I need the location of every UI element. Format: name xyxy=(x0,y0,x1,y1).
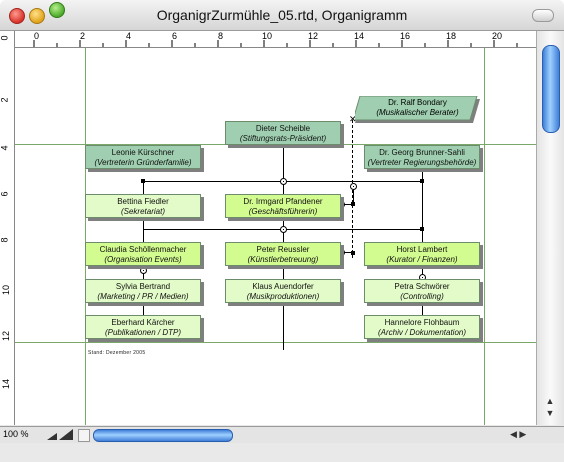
box-name: Horst Lambert xyxy=(396,245,448,254)
horizontal-scroll-thumb[interactable] xyxy=(93,429,233,442)
ruler-label: 12 xyxy=(1,330,12,342)
ruler-label: 8 xyxy=(0,237,10,243)
window-title: OrganigrZurmühle_05.rtd, Organigramm xyxy=(156,7,408,23)
org-box-karcher[interactable]: Eberhard Kärcher (Publikationen / DTP) xyxy=(85,315,201,339)
horizontal-scroll-arrows[interactable]: ◀ ▶ xyxy=(510,429,527,439)
connector-handle[interactable] xyxy=(351,251,355,255)
connector-handle[interactable] xyxy=(351,202,355,206)
zoom-button[interactable] xyxy=(49,2,65,18)
ruler-label: 18 xyxy=(446,31,457,41)
box-role: (Sekretariat) xyxy=(120,207,165,216)
ruler-label: 20 xyxy=(492,31,503,41)
box-name: Petra Schwörer xyxy=(394,282,450,291)
org-box-schworer[interactable]: Petra Schwörer (Controlling) xyxy=(364,279,480,303)
org-box-bertrand[interactable]: Sylvia Bertrand (Marketing / PR / Medien… xyxy=(85,279,201,303)
horizontal-ruler[interactable]: 0 2 4 6 8 10 12 14 16 18 20 xyxy=(14,31,536,48)
box-name: Hannelore Flohbaum xyxy=(384,318,460,327)
ruler-label: 10 xyxy=(1,284,12,296)
status-bar: 100 % ◀ ▶ xyxy=(0,426,564,443)
vertical-scroll-thumb[interactable] xyxy=(542,45,560,133)
box-role: (Geschäftsführerin) xyxy=(248,207,318,216)
page-guide xyxy=(484,48,485,425)
box-name: Bettina Fiedler xyxy=(117,197,169,206)
connector-line xyxy=(353,187,354,204)
box-name: Eberhard Kärcher xyxy=(111,318,175,327)
box-role: (Künstlerbetreuung) xyxy=(247,255,319,264)
window-bottom-edge xyxy=(0,443,564,462)
box-name: Sylvia Bertrand xyxy=(115,282,171,291)
zoom-icon[interactable] xyxy=(47,429,75,441)
box-role: (Controlling) xyxy=(400,292,444,301)
connector-cross-marker: ✕ xyxy=(349,114,357,124)
page-view-button[interactable] xyxy=(78,429,90,442)
vertical-scroll-arrows[interactable]: ▲▼ xyxy=(545,396,555,418)
box-name: Claudia Schöllenmacher xyxy=(99,245,187,254)
box-role: (Organisation Events) xyxy=(104,255,182,264)
stand-note: Stand: Dezember 2005 xyxy=(88,350,146,356)
ruler-label: 0 xyxy=(34,31,40,41)
close-button[interactable] xyxy=(9,8,25,24)
org-box-flohbaum[interactable]: Hannelore Flohbaum (Archiv / Dokumentati… xyxy=(364,315,480,339)
org-box-reussler[interactable]: Peter Reussler (Künstlerbetreuung) xyxy=(225,242,341,266)
box-name: Peter Reussler xyxy=(256,245,310,254)
minimize-button[interactable] xyxy=(29,8,45,24)
box-name: Dr. Georg Brunner-Sahli xyxy=(379,148,465,157)
ruler-label: 6 xyxy=(0,191,10,197)
drawing-canvas[interactable]: ✕ ✕ ✕ ✕ Dr. Ralf Bondary (Musikalischer … xyxy=(15,48,536,425)
box-role: (Musikalischer Berater) xyxy=(376,108,459,117)
box-role: (Publikationen / DTP) xyxy=(104,328,182,337)
org-box-pfandener[interactable]: Dr. Irmgard Pfandener (Geschäftsführerin… xyxy=(225,194,341,218)
parallelogram-shape xyxy=(355,96,480,123)
ruler-label: 0 xyxy=(0,35,10,41)
box-role: (Stiftungsrats-Präsident) xyxy=(239,134,327,143)
zoom-level[interactable]: 100 % xyxy=(3,429,29,439)
ruler-label: 14 xyxy=(1,378,12,390)
org-box-kurschner[interactable]: Leonie Kürschner (Vertreterin Gründerfam… xyxy=(85,145,201,169)
ruler-label: 4 xyxy=(0,145,10,151)
ruler-label: 10 xyxy=(262,31,273,41)
ruler-label: 2 xyxy=(0,97,10,103)
connector-node[interactable] xyxy=(350,183,357,190)
connector-handle[interactable] xyxy=(420,227,424,231)
ruler-label: 8 xyxy=(218,31,224,41)
connector-node[interactable] xyxy=(140,267,147,274)
vertical-scrollbar[interactable]: ▲▼ xyxy=(536,31,564,425)
title-bar[interactable]: OrganigrZurmühle_05.rtd, Organigramm xyxy=(0,0,564,31)
org-box-fiedler[interactable]: Bettina Fiedler (Sekretariat) xyxy=(85,194,201,218)
org-box-lambert[interactable]: Horst Lambert (Kurator / Finanzen) xyxy=(364,242,480,266)
box-name: Dr. Irmgard Pfandener xyxy=(243,197,323,206)
box-role: (Vertreter Regierungsbehörde) xyxy=(367,158,477,167)
ruler-label: 2 xyxy=(80,31,86,41)
org-box-scheible[interactable]: Dieter Scheible (Stiftungsrats-Präsident… xyxy=(225,121,341,145)
box-role: (Musikproduktionen) xyxy=(246,292,320,301)
box-name: Leonie Kürschner xyxy=(111,148,175,157)
org-box-auendorfer[interactable]: Klaus Auendorfer (Musikproduktionen) xyxy=(225,279,341,303)
connector-node[interactable] xyxy=(280,226,287,233)
vertical-ruler[interactable]: 0 2 4 6 8 10 12 14 xyxy=(0,31,15,425)
org-box-bondary[interactable]: Dr. Ralf Bondary (Musikalischer Berater) xyxy=(355,96,480,123)
box-role: (Marketing / PR / Medien) xyxy=(97,292,189,301)
connector-node[interactable] xyxy=(280,178,287,185)
ruler-label: 6 xyxy=(172,31,178,41)
ruler-label: 16 xyxy=(400,31,411,41)
toolbar-toggle-button[interactable] xyxy=(532,9,554,22)
box-name: Dr. Ralf Bondary xyxy=(388,98,447,107)
box-name: Klaus Auendorfer xyxy=(252,282,314,291)
org-box-brunner[interactable]: Dr. Georg Brunner-Sahli (Vertreter Regie… xyxy=(364,145,480,169)
ruler-label: 4 xyxy=(126,31,132,41)
connector-handle[interactable] xyxy=(141,179,145,183)
page-guide xyxy=(15,342,536,343)
box-role: (Archiv / Dokumentation) xyxy=(377,328,467,337)
ruler-label: 14 xyxy=(354,31,365,41)
org-box-schollenmacher[interactable]: Claudia Schöllenmacher (Organisation Eve… xyxy=(85,242,201,266)
box-role: (Vertreterin Gründerfamilie) xyxy=(94,158,192,167)
page-guide xyxy=(85,48,86,425)
ruler-ticks xyxy=(33,40,518,47)
box-role: (Kurator / Finanzen) xyxy=(386,255,458,264)
ruler-label: 12 xyxy=(308,31,319,41)
connector-handle[interactable] xyxy=(420,179,424,183)
box-name: Dieter Scheible xyxy=(255,124,311,133)
